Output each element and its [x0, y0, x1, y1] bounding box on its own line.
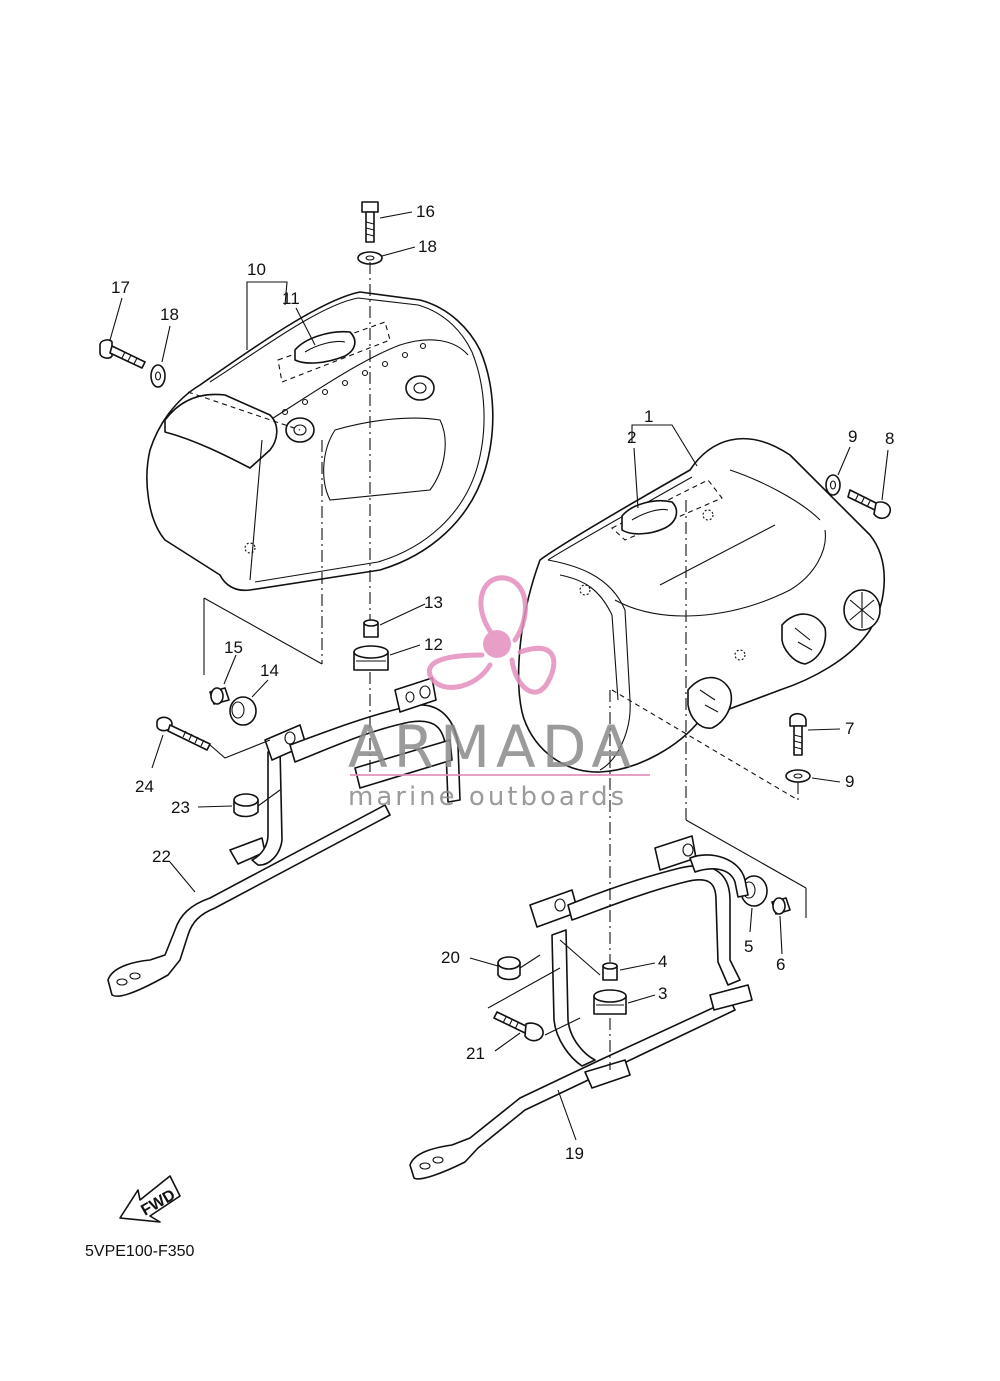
washer-9-top[interactable] [825, 474, 841, 496]
collar-4[interactable] [602, 962, 618, 981]
callout-10: 10 [247, 260, 266, 279]
grommet-14[interactable] [229, 696, 257, 726]
collar-15[interactable] [209, 687, 230, 705]
callout-7: 7 [845, 719, 854, 738]
right-bag-lock[interactable] [621, 500, 678, 535]
callout-23: 23 [171, 798, 190, 817]
callout-16: 16 [416, 202, 435, 221]
bolt-17[interactable] [99, 339, 146, 369]
callout-6: 6 [776, 955, 785, 974]
collar-13[interactable] [363, 619, 379, 638]
washer-18-left[interactable] [150, 364, 166, 388]
callout-24: 24 [135, 777, 154, 796]
right-saddlebag[interactable] [517, 437, 885, 773]
callout-14: 14 [260, 661, 279, 680]
fwd-arrow: FWD [119, 1175, 181, 1223]
right-bracket-19[interactable] [409, 835, 753, 1180]
cap-23[interactable] [233, 793, 259, 818]
callout-9-bottom: 9 [845, 772, 854, 791]
callout-1: 1 [644, 407, 653, 426]
callout-9-top: 9 [848, 427, 857, 446]
armada-watermark: ARMADA marine outboards [348, 575, 650, 812]
grommet-12[interactable] [353, 645, 389, 671]
callout-21: 21 [466, 1044, 485, 1063]
assembly-lines [203, 262, 807, 1070]
watermark-brand: ARMADA [348, 713, 637, 781]
propeller-logo-icon [426, 575, 557, 695]
leader-lines [109, 211, 889, 1141]
left-bag-lock[interactable] [294, 330, 356, 364]
callout-19: 19 [565, 1144, 584, 1163]
bolt-16[interactable] [361, 201, 379, 243]
callout-labels: 1 2 3 4 5 6 7 8 9 9 10 11 12 13 14 15 16… [111, 202, 894, 1163]
callout-12: 12 [424, 635, 443, 654]
callout-20: 20 [441, 948, 460, 967]
cap-20[interactable] [497, 956, 521, 981]
callout-22: 22 [152, 847, 171, 866]
callout-11: 11 [282, 289, 300, 308]
bolt-24[interactable] [156, 716, 211, 751]
washer-9-bottom[interactable] [785, 769, 811, 783]
callout-13: 13 [424, 593, 443, 612]
callout-15: 15 [224, 638, 243, 657]
watermark-tagline: marine outboards [348, 782, 627, 812]
callout-18-left: 18 [160, 305, 179, 324]
callout-4: 4 [658, 952, 667, 971]
callout-18-top: 18 [418, 237, 437, 256]
callout-8: 8 [885, 429, 894, 448]
callout-3: 3 [658, 984, 667, 1003]
diagram-code: 5VPE100-F350 [85, 1243, 195, 1260]
bolt-8[interactable] [847, 489, 892, 520]
left-bracket-22[interactable] [107, 677, 461, 997]
grommet-3[interactable] [593, 989, 627, 1015]
callout-17: 17 [111, 278, 130, 297]
callout-5: 5 [744, 937, 753, 956]
left-bag-rivets [281, 342, 427, 416]
collar-6[interactable] [771, 897, 791, 915]
bolt-21[interactable] [493, 1011, 544, 1042]
left-saddlebag[interactable] [146, 291, 494, 592]
bolt-7[interactable] [789, 712, 807, 756]
callout-2: 2 [627, 428, 636, 447]
